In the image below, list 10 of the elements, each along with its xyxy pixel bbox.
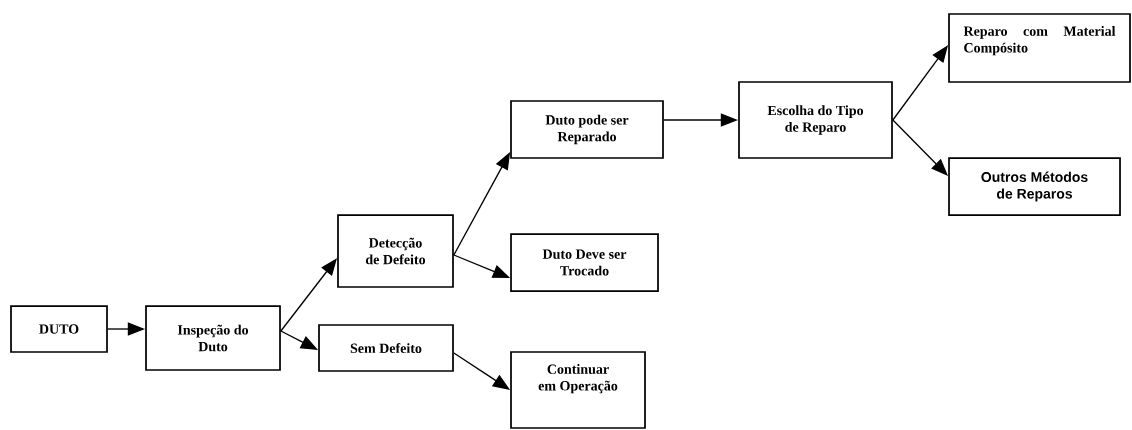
process-box: Detecção de Defeito: [337, 214, 454, 288]
process-box: Duto Deve ser Trocado: [510, 233, 659, 292]
process-box: DUTO: [10, 305, 108, 353]
process-box: Outros Métodos de Reparos: [948, 157, 1121, 216]
process-box: Sem Defeito: [318, 324, 454, 372]
process-box: Reparo com Material Compósito: [948, 13, 1131, 83]
process-box: Inspeção do Duto: [145, 305, 281, 371]
process-box: Escolha do Tipo de Reparo: [738, 81, 893, 159]
process-box: Continuar em Operação: [510, 351, 646, 429]
process-box: Duto pode ser Reparado: [510, 100, 664, 159]
